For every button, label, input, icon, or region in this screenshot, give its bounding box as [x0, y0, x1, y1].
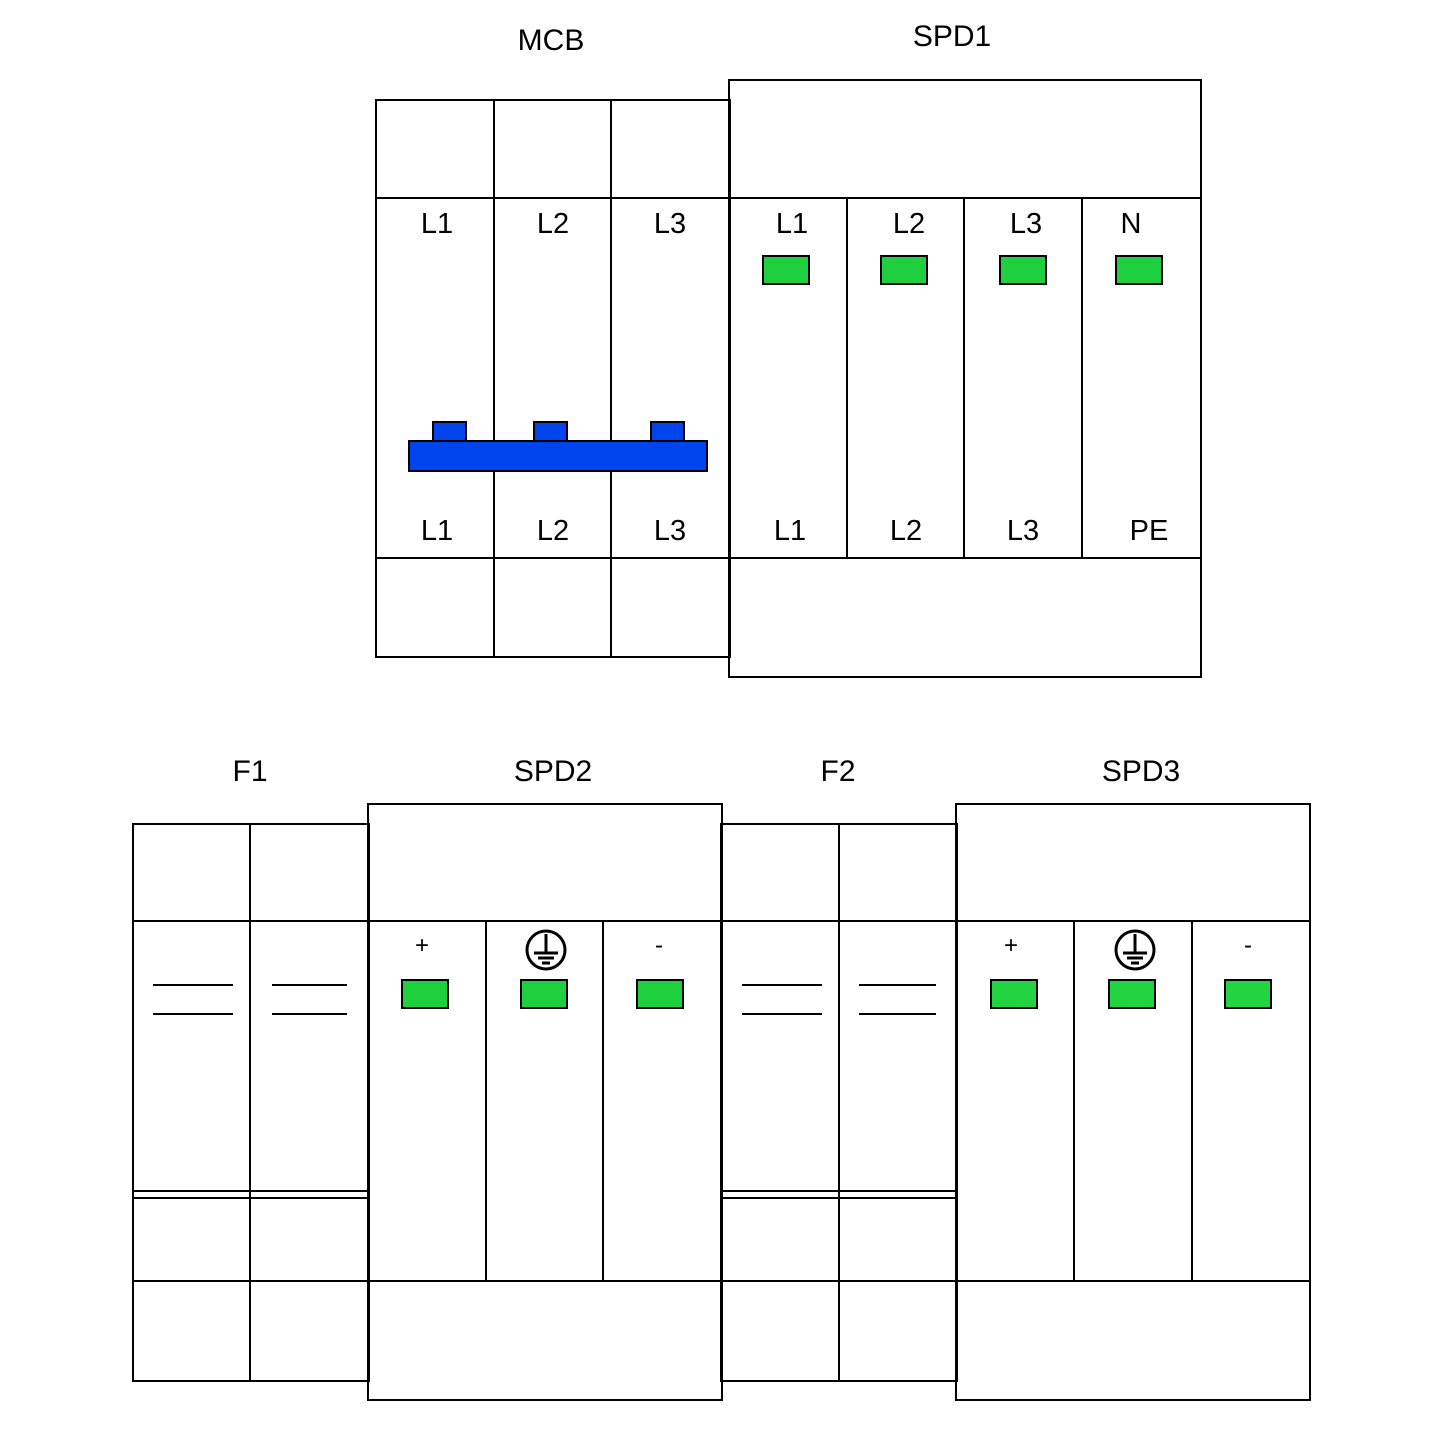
spd2-plus-label: + [414, 932, 430, 959]
spd2-status-indicator [520, 979, 568, 1009]
f1-fuse-symbol [153, 1013, 233, 1015]
spd3-title: SPD3 [1101, 755, 1181, 788]
f2-title: F2 [820, 755, 856, 788]
spd3-top-divider [955, 920, 1311, 922]
mcb-pole-divider [493, 99, 495, 658]
f1-fuse-symbol [272, 984, 347, 986]
spd1-top-label: L3 [1009, 208, 1043, 240]
spd1-status-indicator [762, 255, 810, 285]
f2-fuse-symbol [742, 1013, 822, 1015]
spd1-bottom-divider [728, 557, 1202, 559]
mcb-top-label: L3 [653, 208, 687, 240]
spd1-pole-divider [846, 197, 848, 559]
spd1-pole-divider [963, 197, 965, 559]
f2-fuse-symbol [859, 984, 936, 986]
spd2-status-indicator [401, 979, 449, 1009]
spd3-status-indicator [990, 979, 1038, 1009]
f2-fuse-symbol [859, 1013, 936, 1015]
spd1-top-label: N [1120, 208, 1142, 240]
f1-top-divider [132, 920, 370, 922]
f1-carrier-line [132, 1190, 370, 1192]
f1-carrier-line [132, 1197, 370, 1199]
spd2-frame [367, 803, 723, 1401]
spd1-bottom-label: PE [1129, 515, 1169, 547]
spd1-top-divider [728, 197, 1202, 199]
spd1-bottom-label: L3 [1006, 515, 1040, 547]
spd2-minus-label: - [655, 932, 663, 959]
spd1-frame [728, 79, 1202, 678]
earth-icon [525, 929, 567, 971]
f2-fuse-symbol [742, 984, 822, 986]
spd3-status-indicator [1224, 979, 1272, 1009]
spd1-top-label: L2 [892, 208, 926, 240]
spd2-top-divider [367, 920, 723, 922]
spd1-pole-divider [1081, 197, 1083, 559]
mcb-bottom-label: L2 [536, 515, 570, 547]
mcb-top-label: L2 [536, 208, 570, 240]
spd3-minus-label: - [1244, 932, 1252, 959]
spd1-status-indicator [1115, 255, 1163, 285]
spd2-pole-divider [485, 920, 487, 1282]
mcb-handle-bar[interactable] [408, 440, 708, 472]
spd3-bottom-divider [955, 1280, 1311, 1282]
spd2-status-indicator [636, 979, 684, 1009]
spd1-top-label: L1 [775, 208, 809, 240]
spd3-pole-divider [1073, 920, 1075, 1282]
spd2-pole-divider [602, 920, 604, 1282]
f1-fuse-symbol [153, 984, 233, 986]
spd1-status-indicator [880, 255, 928, 285]
mcb-top-divider [375, 197, 731, 199]
mcb-bottom-divider [375, 557, 731, 559]
f2-pole-divider [838, 823, 840, 1382]
spd2-title: SPD2 [513, 755, 593, 788]
spd1-status-indicator [999, 255, 1047, 285]
spd2-bottom-divider [367, 1280, 723, 1282]
mcb-top-label: L1 [420, 208, 454, 240]
f1-pole-divider [249, 823, 251, 1382]
mcb-pole-divider [610, 99, 612, 658]
earth-icon [1114, 929, 1156, 971]
mcb-bottom-label: L1 [420, 515, 454, 547]
spd1-bottom-label: L2 [889, 515, 923, 547]
spd3-plus-label: + [1003, 932, 1019, 959]
mcb-title: MCB [517, 24, 585, 57]
f1-title: F1 [232, 755, 268, 788]
spd3-frame [955, 803, 1311, 1401]
f1-frame [132, 823, 370, 1382]
spd1-title: SPD1 [912, 20, 992, 53]
spd1-bottom-label: L1 [773, 515, 807, 547]
f1-fuse-symbol [272, 1013, 347, 1015]
mcb-frame [375, 99, 731, 658]
spd3-pole-divider [1191, 920, 1193, 1282]
mcb-bottom-label: L3 [653, 515, 687, 547]
f1-bottom-divider [132, 1280, 370, 1282]
spd3-status-indicator [1108, 979, 1156, 1009]
